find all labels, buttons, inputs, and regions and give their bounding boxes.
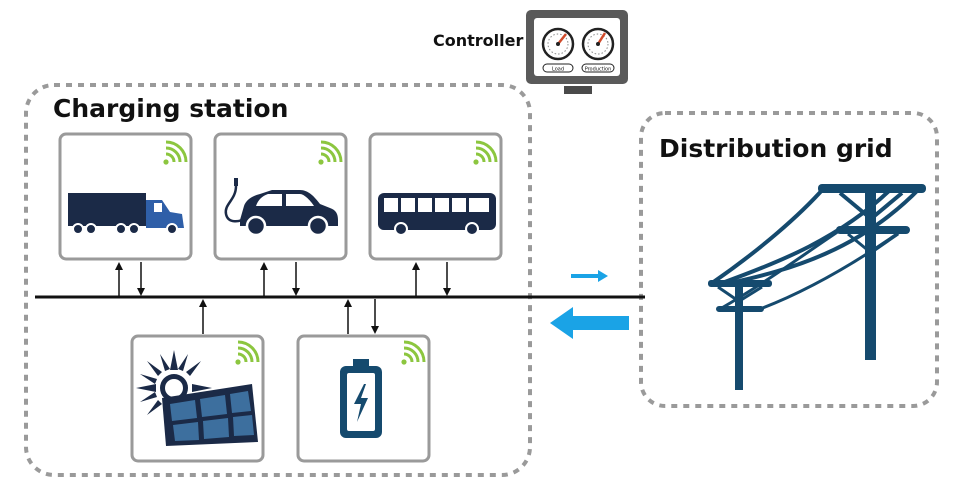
production-gauge-icon bbox=[581, 27, 615, 61]
solar-card[interactable] bbox=[130, 334, 265, 463]
production-gauge-label: Production bbox=[585, 67, 612, 73]
ev-car-card[interactable] bbox=[213, 132, 348, 261]
bus-icon bbox=[378, 193, 496, 236]
load-gauge-icon bbox=[541, 27, 575, 61]
solar-panel-icon bbox=[136, 350, 258, 446]
power-pylon-icon bbox=[708, 184, 926, 390]
import-arrow-icon bbox=[550, 307, 629, 339]
controller-monitor-icon: Load Production bbox=[526, 10, 628, 94]
car-connector bbox=[260, 262, 300, 296]
truck-connector bbox=[115, 262, 145, 296]
export-arrow-icon bbox=[571, 270, 608, 282]
truck-card[interactable] bbox=[58, 132, 193, 261]
distribution-grid-title: Distribution grid bbox=[659, 134, 893, 163]
battery-card[interactable] bbox=[296, 334, 431, 463]
battery-icon bbox=[340, 359, 382, 438]
distribution-grid-frame bbox=[639, 111, 939, 408]
battery-connector bbox=[344, 299, 379, 334]
charging-station-frame bbox=[24, 83, 532, 477]
bus-connector bbox=[412, 262, 451, 296]
charging-station-title: Charging station bbox=[53, 94, 288, 123]
ev-car-icon bbox=[224, 178, 338, 237]
load-gauge-label: Load bbox=[552, 67, 564, 73]
truck-icon bbox=[68, 193, 184, 235]
controller-label: Controller bbox=[433, 31, 523, 50]
bus-card[interactable] bbox=[368, 132, 503, 261]
